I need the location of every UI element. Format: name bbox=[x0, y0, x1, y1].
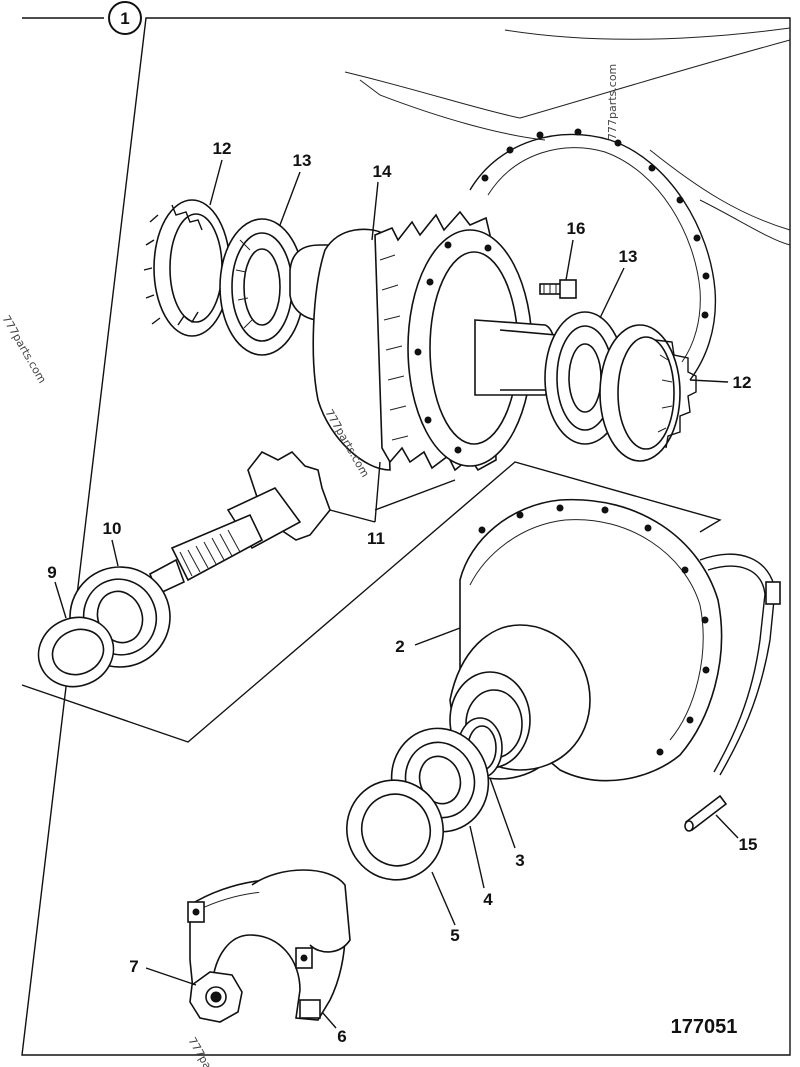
kit-bracket-outline bbox=[21, 461, 722, 743]
callout-13-right: 13 bbox=[619, 247, 638, 266]
callout-9: 9 bbox=[47, 563, 56, 582]
callout-7: 7 bbox=[129, 957, 138, 976]
drive-pinion bbox=[148, 450, 331, 596]
drawing-number: 177051 bbox=[671, 1016, 738, 1038]
callout-labels: 12 13 14 16 13 12 11 10 9 2 3 4 5 15 7 6 bbox=[47, 139, 757, 1046]
diagram-frame bbox=[21, 17, 791, 1056]
taper-bearing-left bbox=[219, 218, 305, 356]
callout-15: 15 bbox=[739, 835, 758, 854]
flange-bolt-holes bbox=[481, 128, 710, 319]
axle-housing-outline bbox=[344, 27, 791, 381]
pinion-nut bbox=[189, 971, 243, 1023]
callout-10: 10 bbox=[103, 519, 122, 538]
figure-number: 1 bbox=[120, 9, 129, 28]
callout-16: 16 bbox=[567, 219, 586, 238]
carrier-bolt bbox=[539, 279, 577, 299]
leader-lines bbox=[54, 159, 739, 1029]
watermark-bottom: 777par bbox=[185, 1035, 216, 1067]
callout-3: 3 bbox=[515, 851, 524, 870]
roll-pin bbox=[684, 794, 728, 832]
callout-4: 4 bbox=[483, 890, 493, 909]
adjuster-nut-left bbox=[143, 199, 231, 337]
callout-13-left: 13 bbox=[293, 151, 312, 170]
adjuster-nut-right bbox=[599, 324, 697, 462]
figure-number-badge: 1 bbox=[108, 1, 142, 35]
callout-2: 2 bbox=[395, 637, 404, 656]
pinion-shim bbox=[37, 616, 115, 688]
callout-12-left: 12 bbox=[213, 139, 232, 158]
callout-14: 14 bbox=[373, 162, 392, 181]
callout-12-right: 12 bbox=[733, 373, 752, 392]
watermark-top: 777parts.com bbox=[606, 64, 619, 140]
callout-5: 5 bbox=[450, 926, 459, 945]
callout-6: 6 bbox=[337, 1027, 346, 1046]
drive-yoke bbox=[187, 869, 351, 1021]
outer-shim bbox=[346, 779, 444, 881]
callout-11: 11 bbox=[367, 529, 385, 548]
watermark-left: 777parts.com bbox=[0, 313, 49, 386]
